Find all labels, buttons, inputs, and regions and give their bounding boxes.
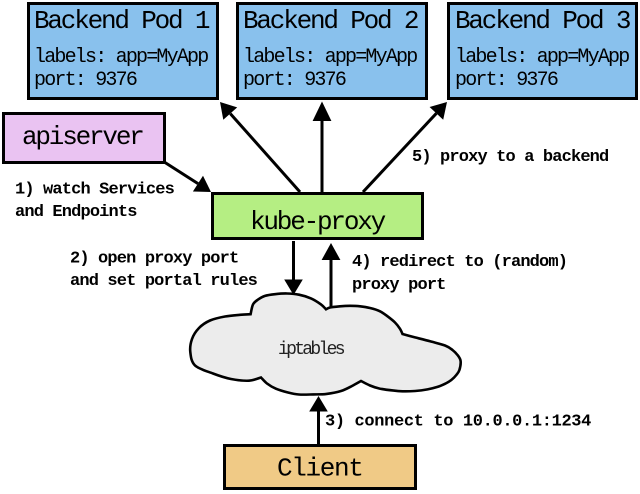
svg-text:iptables: iptables <box>278 340 345 360</box>
svg-text:3) connect to 10.0.0.1:1234: 3) connect to 10.0.0.1:1234 <box>325 413 591 432</box>
svg-text:Backend Pod 1: Backend Pod 1 <box>34 6 210 36</box>
svg-text:kube-proxy: kube-proxy <box>250 207 386 237</box>
svg-text:1) watch Services: 1) watch Services <box>15 181 175 200</box>
svg-text:and set portal rules: and set portal rules <box>70 272 258 291</box>
svg-text:port: 9376: port: 9376 <box>455 69 558 92</box>
svg-text:Backend Pod 2: Backend Pod 2 <box>243 6 418 36</box>
svg-text:Client: Client <box>277 454 363 484</box>
svg-text:proxy port: proxy port <box>352 276 446 295</box>
svg-text:labels: app=MyApp: labels: app=MyApp <box>455 46 629 69</box>
svg-text:and Endpoints: and Endpoints <box>15 203 137 222</box>
svg-text:5) proxy to a backend: 5) proxy to a backend <box>412 148 609 167</box>
svg-text:labels: app=MyApp: labels: app=MyApp <box>34 46 208 69</box>
svg-text:labels: app=MyApp: labels: app=MyApp <box>243 46 417 69</box>
svg-text:4) redirect to (random): 4) redirect to (random) <box>352 253 567 272</box>
svg-text:port: 9376: port: 9376 <box>34 69 137 92</box>
svg-text:apiserver: apiserver <box>22 122 143 152</box>
svg-text:Backend Pod 3: Backend Pod 3 <box>455 6 630 36</box>
svg-text:port: 9376: port: 9376 <box>243 69 346 92</box>
svg-text:2) open proxy port: 2) open proxy port <box>70 250 238 269</box>
